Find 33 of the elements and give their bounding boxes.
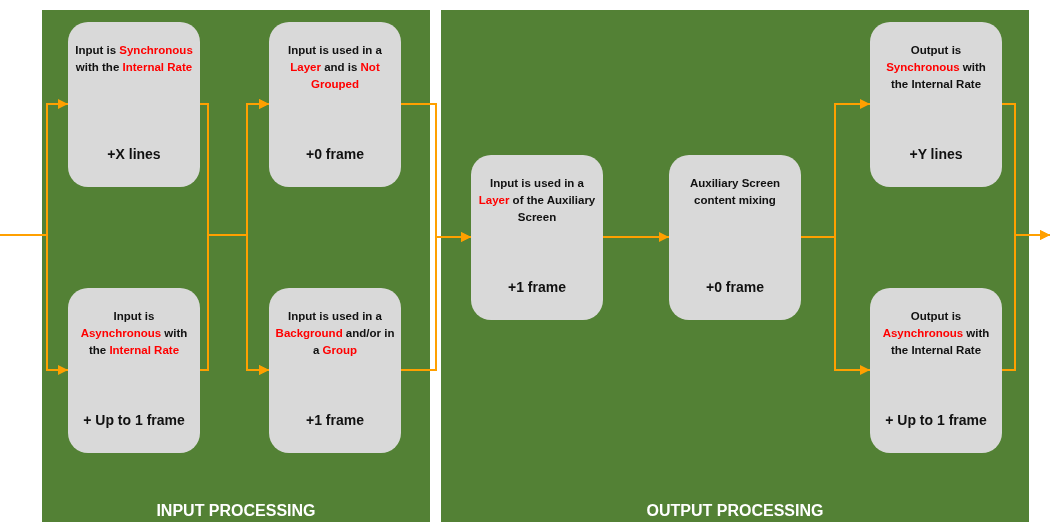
arrow [400, 232, 472, 371]
process-box [669, 155, 801, 320]
delay-value: +0 frame [706, 279, 764, 295]
step-description: Auxiliary Screen content mixing [688, 176, 782, 208]
step-description: Output is Synchronous with the Internal Rate [885, 43, 987, 92]
step-description: Output is Asynchronous with the Internal Rate [881, 309, 991, 358]
process-box [870, 288, 1002, 453]
section-title: INPUT PROCESSING [156, 502, 316, 520]
section-panel [441, 10, 1029, 522]
process-box [870, 22, 1002, 187]
process-box [471, 155, 603, 320]
section-panel [42, 10, 430, 522]
step-description: Input is used in a Layer of the Auxiliary Screen [477, 176, 597, 225]
delay-value: +X lines [107, 146, 161, 162]
process-box [68, 288, 200, 453]
arrow [602, 232, 670, 242]
delay-value: +0 frame [306, 146, 364, 162]
step-description: Input is Synchronous with the Internal Rate [74, 43, 194, 75]
process-box [68, 22, 200, 187]
arrow [199, 234, 270, 375]
arrow [800, 236, 871, 375]
delay-value: +Y lines [909, 146, 963, 162]
delay-value: + Up to 1 frame [83, 412, 185, 428]
process-box [269, 288, 401, 453]
delay-value: + Up to 1 frame [885, 412, 987, 428]
step-description: Input is used in a Background and/or in a Group [275, 309, 395, 358]
delay-value: +1 frame [508, 279, 566, 295]
section-title: OUTPUT PROCESSING [646, 502, 824, 520]
step-description: Input is Asynchronous with the Internal Rate [79, 309, 189, 358]
delay-value: +1 frame [306, 412, 364, 428]
process-box [269, 22, 401, 187]
arrow [1001, 230, 1051, 371]
step-description: Input is used in a Layer and is Not Grouped [287, 43, 383, 92]
